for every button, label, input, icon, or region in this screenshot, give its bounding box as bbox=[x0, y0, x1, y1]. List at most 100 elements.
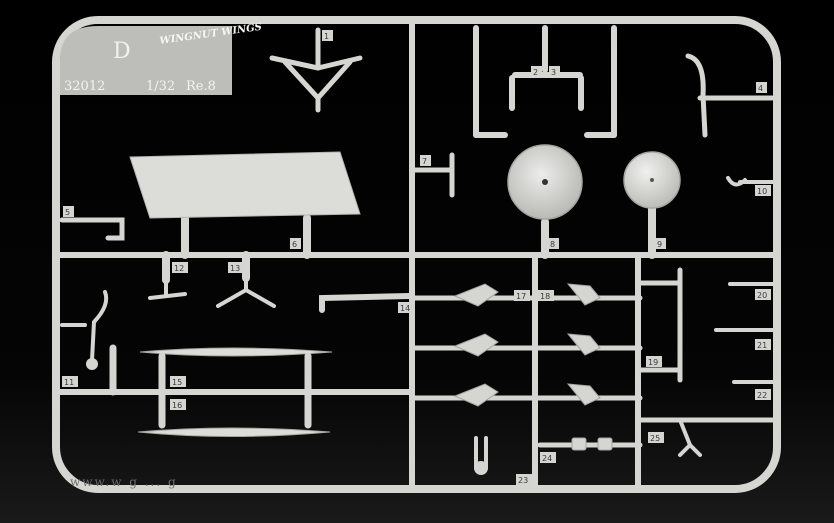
part-number-tab-bg bbox=[322, 30, 333, 41]
part-12 bbox=[148, 278, 187, 300]
part-5 bbox=[59, 217, 125, 241]
part-number-label: 3 bbox=[551, 68, 556, 77]
part-number-label: 1 bbox=[324, 32, 329, 41]
part-number-tab-bg bbox=[228, 262, 244, 273]
part-number-tab: 17 bbox=[514, 290, 530, 301]
part-4 bbox=[685, 53, 775, 138]
outer-runner bbox=[52, 16, 781, 493]
part-number-tab: 20 bbox=[755, 289, 771, 300]
part-20-22 bbox=[714, 282, 775, 384]
part-number-tab: 15 bbox=[170, 376, 186, 387]
part-number-label: 14 bbox=[400, 304, 410, 313]
part-number-tab-bg bbox=[516, 474, 532, 485]
part-number-tab-bg bbox=[62, 376, 78, 387]
part-number-label: 13 bbox=[230, 264, 240, 273]
part-10 bbox=[726, 176, 775, 187]
part-number-label: 20 bbox=[757, 291, 767, 300]
part-number-tab: 13 bbox=[228, 262, 244, 273]
part-number-tab-bg bbox=[420, 155, 431, 166]
part-number-label: 25 bbox=[650, 434, 660, 443]
part-number-tab-bg bbox=[63, 206, 74, 217]
part-number-label: 21 bbox=[757, 341, 767, 350]
part-number-tab-bg bbox=[538, 290, 554, 301]
part-number-label: 2 bbox=[533, 68, 538, 77]
part-number-label: 24 bbox=[542, 454, 552, 463]
part-number-label: 16 bbox=[172, 401, 182, 410]
part-number-tab-bg bbox=[756, 82, 767, 93]
part-number-tab-bg bbox=[514, 290, 530, 301]
part-number-label: 23 bbox=[518, 476, 528, 485]
part-number-tab-bg bbox=[646, 356, 662, 367]
part-number-tab-bg bbox=[755, 185, 771, 196]
part-14 bbox=[319, 293, 413, 313]
part-number-label: 18 bbox=[540, 292, 550, 301]
part-number-label: 7 bbox=[422, 157, 427, 166]
part-number-tab: 11 bbox=[62, 376, 78, 387]
part-11 bbox=[60, 290, 117, 396]
part-number-label: 12 bbox=[174, 264, 184, 273]
kit-number: 32012 bbox=[64, 79, 105, 94]
part-number-tab: 14 bbox=[398, 302, 414, 313]
part-23 bbox=[474, 436, 488, 475]
part-1 bbox=[269, 27, 363, 113]
part-number-tab: 16 bbox=[170, 399, 186, 410]
part-number-tab-bg bbox=[755, 389, 771, 400]
part-number-tab-bg bbox=[531, 66, 542, 77]
part-number-tab: 4 bbox=[756, 82, 767, 93]
part-number-tab: 8 bbox=[548, 238, 559, 249]
part-number-tab-bg bbox=[172, 262, 188, 273]
part-24 bbox=[571, 437, 613, 451]
part-tailplane bbox=[129, 151, 361, 219]
part-number-label: 4 bbox=[758, 84, 763, 93]
part-number-tab-bg bbox=[548, 238, 559, 249]
part-number-label: 11 bbox=[64, 378, 74, 387]
part-number-tab: 21 bbox=[755, 339, 771, 350]
part-number-tab-bg bbox=[655, 238, 666, 249]
part-number-tab: 6 bbox=[290, 238, 301, 249]
part-number-tab-bg bbox=[549, 66, 560, 77]
part-number-tab-bg bbox=[398, 302, 414, 313]
part-number-label: 22 bbox=[757, 391, 767, 400]
part-16 bbox=[137, 427, 331, 437]
part-number-tab: 5 bbox=[63, 206, 74, 217]
part-number-tab: 25 bbox=[648, 432, 664, 443]
watermark: www.w g ... g bbox=[70, 475, 178, 489]
part-number-tab: 3 bbox=[549, 66, 560, 77]
part-19 bbox=[637, 267, 683, 383]
kit-scale: 1/32 bbox=[146, 79, 175, 94]
part-number-tab-bg bbox=[170, 399, 186, 410]
part-number-label: 9 bbox=[657, 240, 662, 249]
sprue-letter: D bbox=[113, 39, 131, 64]
part-number-tab: 2 bbox=[531, 66, 542, 77]
part-number-tab: 10 bbox=[755, 185, 771, 196]
part-number-tab: 22 bbox=[755, 389, 771, 400]
part-number-tab: 9 bbox=[655, 238, 666, 249]
kit-label-plate: D WINGNUT WINGS 32012 1/32 Re.8 bbox=[60, 22, 263, 95]
part-number-tab: 23 bbox=[516, 474, 532, 485]
part-number-tab-bg bbox=[648, 432, 664, 443]
part-13 bbox=[216, 276, 276, 308]
part-number-label: 8 bbox=[550, 240, 555, 249]
kit-model: Re.8 bbox=[186, 79, 216, 94]
part-number-tab: 7 bbox=[420, 155, 431, 166]
part-number-label: 6 bbox=[292, 240, 297, 249]
part-number-label: 17 bbox=[516, 292, 526, 301]
part-7 bbox=[411, 152, 455, 198]
sprue-frame bbox=[52, 16, 781, 493]
part-number-tab: 1 bbox=[322, 30, 333, 41]
part-number-label: 19 bbox=[648, 358, 658, 367]
part-number-tab: 18 bbox=[538, 290, 554, 301]
part-number-tab-bg bbox=[170, 376, 186, 387]
part-number-tab: 19 bbox=[646, 356, 662, 367]
parts bbox=[59, 25, 775, 475]
part-number-tab-bg bbox=[290, 238, 301, 249]
part-number-label: 15 bbox=[172, 378, 182, 387]
part-17-18 bbox=[453, 283, 601, 407]
part-number-tab-bg bbox=[755, 289, 771, 300]
part-number-tab: 24 bbox=[540, 452, 556, 463]
part-number-label: 10 bbox=[757, 187, 767, 196]
part-number-tab-bg bbox=[755, 339, 771, 350]
part-2-3 bbox=[473, 25, 617, 138]
part-number-tab-bg bbox=[540, 452, 556, 463]
